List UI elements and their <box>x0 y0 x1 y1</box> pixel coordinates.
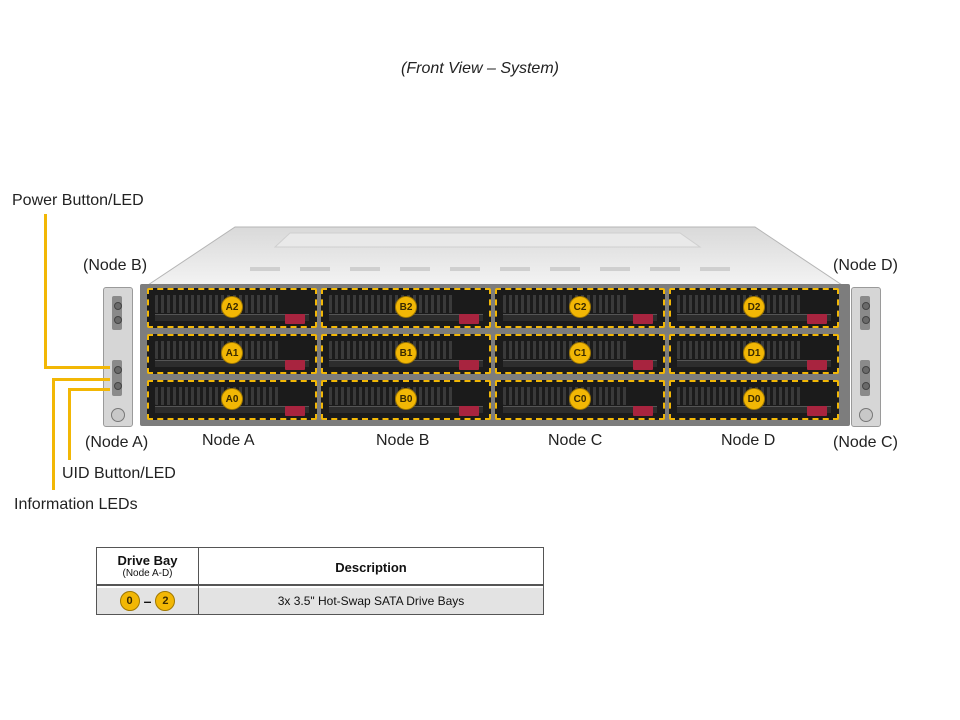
drive-latch[interactable] <box>633 360 653 370</box>
power-button-a[interactable] <box>114 302 122 310</box>
node-label-b: Node B <box>376 432 430 449</box>
drive-bay[interactable]: A1 <box>147 334 317 374</box>
table-header <box>97 548 543 586</box>
drive-latch[interactable] <box>459 406 479 416</box>
bay-badge: D2 <box>743 296 765 318</box>
drive-bay[interactable]: D0 <box>669 380 839 420</box>
node-c-side-label: (Node C) <box>833 434 898 451</box>
bay-badge: C0 <box>569 388 591 410</box>
power-button-label: Power Button/LED <box>12 192 144 209</box>
bay-badge: A2 <box>221 296 243 318</box>
drive-grill <box>677 341 803 359</box>
drive-bay[interactable]: D1 <box>669 334 839 374</box>
drive-latch[interactable] <box>807 360 827 370</box>
uid-button-d[interactable] <box>862 316 870 324</box>
drive-bay[interactable]: C2 <box>495 288 665 328</box>
bay-badge: D1 <box>743 342 765 364</box>
drive-latch[interactable] <box>807 314 827 324</box>
drive-bay[interactable]: B2 <box>321 288 491 328</box>
power-button-b[interactable] <box>114 366 122 374</box>
drive-latch[interactable] <box>285 314 305 324</box>
drive-bay-header-text: Drive Bay <box>117 553 178 568</box>
bay-badge: C2 <box>569 296 591 318</box>
bay-range-cell: 0 – 2 <box>97 591 198 611</box>
bay-range-end: 2 <box>155 591 176 611</box>
left-thumbscrew <box>111 408 125 422</box>
node-label-d: Node D <box>721 432 776 449</box>
drive-bay[interactable]: A0 <box>147 380 317 420</box>
uid-button-label: UID Button/LED <box>62 465 176 482</box>
drive-grill <box>677 295 803 313</box>
drive-grill <box>677 387 803 405</box>
information-leds-label: Information LEDs <box>14 496 138 513</box>
bay-badge: A0 <box>221 388 243 410</box>
drive-bay[interactable]: B0 <box>321 380 491 420</box>
node-d-side-label: (Node D) <box>833 257 898 274</box>
uid-button-b[interactable] <box>114 382 122 390</box>
drive-grill <box>155 295 281 313</box>
description-cell: 3x 3.5" Hot-Swap SATA Drive Bays <box>277 594 465 608</box>
drive-grill <box>329 295 455 313</box>
page-title: (Front View – System) <box>401 60 559 77</box>
drive-bay[interactable]: D2 <box>669 288 839 328</box>
node-b-side-label: (Node B) <box>83 257 148 274</box>
power-button-d[interactable] <box>862 302 870 310</box>
drive-latch[interactable] <box>633 406 653 416</box>
drive-latch[interactable] <box>633 314 653 324</box>
drive-latch[interactable] <box>459 314 479 324</box>
drive-grill <box>503 341 629 359</box>
table-column-divider <box>198 548 199 614</box>
drive-bay[interactable]: B1 <box>321 334 491 374</box>
uid-leader-vertical <box>68 388 71 460</box>
drive-bay-header-sub: (Node A-D) <box>122 568 173 579</box>
legend-table: Drive Bay (Node A-D) Description 0 – 2 3… <box>96 547 544 615</box>
bay-badge: B0 <box>395 388 417 410</box>
bay-badge: B2 <box>395 296 417 318</box>
drive-grill <box>503 387 629 405</box>
drive-bay[interactable]: C0 <box>495 380 665 420</box>
uid-button-a[interactable] <box>114 316 122 324</box>
drive-bay[interactable]: A2 <box>147 288 317 328</box>
node-label-a: Node A <box>202 432 255 449</box>
power-leader-horizontal <box>44 366 110 369</box>
bay-badge: B1 <box>395 342 417 364</box>
description-header: Description <box>335 560 407 575</box>
bay-range-separator: – <box>143 593 152 609</box>
bay-badge: D0 <box>743 388 765 410</box>
drive-bay[interactable]: C1 <box>495 334 665 374</box>
table-row: 0 – 2 3x 3.5" Hot-Swap SATA Drive Bays <box>97 588 543 614</box>
info-leader-horizontal <box>52 378 110 381</box>
power-leader-vertical <box>44 214 47 369</box>
drive-latch[interactable] <box>459 360 479 370</box>
drive-grill <box>155 387 281 405</box>
right-control-ear <box>851 287 881 427</box>
bay-badge: A1 <box>221 342 243 364</box>
bay-badge: C1 <box>569 342 591 364</box>
node-a-side-label: (Node A) <box>85 434 149 451</box>
drive-grill <box>155 341 281 359</box>
drive-latch[interactable] <box>285 406 305 416</box>
drive-grill <box>329 387 455 405</box>
right-thumbscrew <box>859 408 873 422</box>
uid-button-c[interactable] <box>862 382 870 390</box>
info-leader-vertical <box>52 378 55 490</box>
drive-grill <box>329 341 455 359</box>
drive-bay-header: Drive Bay (Node A-D) <box>97 553 198 579</box>
bay-range-start: 0 <box>119 591 140 611</box>
drive-latch[interactable] <box>285 360 305 370</box>
drive-grill <box>503 295 629 313</box>
uid-leader-horizontal <box>68 388 110 391</box>
drive-latch[interactable] <box>807 406 827 416</box>
left-control-ear <box>103 287 133 427</box>
node-label-c: Node C <box>548 432 603 449</box>
power-button-c[interactable] <box>862 366 870 374</box>
